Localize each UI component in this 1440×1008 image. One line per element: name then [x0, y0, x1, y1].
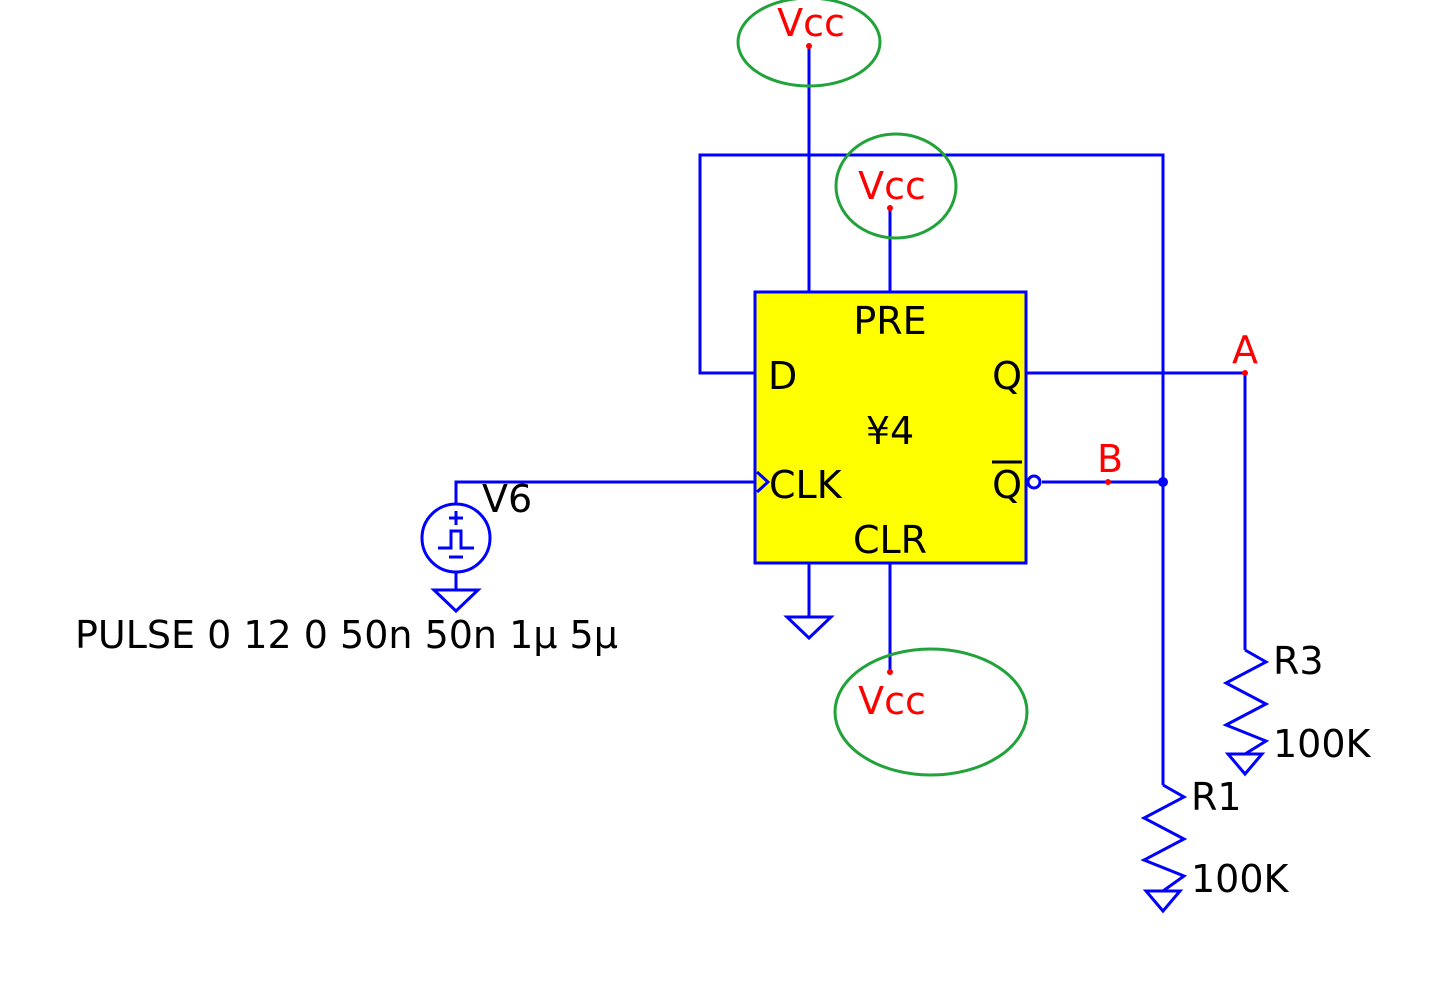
- pin-pre-label: PRE: [853, 299, 926, 343]
- clock-edge-icon: [755, 470, 771, 494]
- annotation-circle: [833, 647, 1029, 777]
- pin-d-label: D: [768, 354, 797, 398]
- wire-clk-v6[interactable]: [454, 480, 755, 504]
- resistor-icon[interactable]: [1140, 783, 1188, 893]
- pin-clk-label: CLK: [769, 463, 843, 507]
- net-dot-vcc-top: [806, 43, 812, 49]
- pulse-source-icon[interactable]: [420, 502, 492, 574]
- pin-qbar-label: Q: [992, 463, 1022, 507]
- junction-dot: [1158, 477, 1168, 487]
- net-label-vcc-top: Vcc: [777, 1, 845, 45]
- net-dot-vcc-clr: [887, 669, 893, 675]
- resistor-r3-name: R3: [1273, 639, 1324, 683]
- ground-icon: [1224, 752, 1266, 777]
- flipflop-body[interactable]: [753, 290, 1028, 565]
- annotation-circle: [834, 132, 958, 240]
- flipflop-name: ¥4: [866, 409, 914, 453]
- resistor-r3-value: 100K: [1273, 722, 1372, 766]
- ground-icon: [1142, 889, 1184, 914]
- resistor-r1-value: 100K: [1191, 857, 1290, 901]
- pin-q-label: Q: [992, 354, 1022, 398]
- net-label-vcc-pre: Vcc: [858, 164, 926, 208]
- inversion-bubble-icon: [1026, 474, 1042, 490]
- wire-feedback-loop[interactable]: [698, 153, 1165, 785]
- source-spice-directive: PULSE 0 12 0 50n 50n 1µ 5µ: [75, 613, 618, 657]
- net-dot-b: [1105, 479, 1111, 485]
- pin-clr-label: CLR: [853, 518, 927, 562]
- wire-q-net-a[interactable]: [1026, 371, 1247, 650]
- resistor-r1-name: R1: [1191, 775, 1242, 819]
- annotation-circle: [736, 0, 882, 88]
- net-label-a: A: [1232, 328, 1258, 372]
- source-name: V6: [482, 477, 532, 521]
- ground-icon: [783, 615, 835, 641]
- net-dot-a: [1242, 370, 1248, 376]
- net-label-b: B: [1097, 437, 1123, 481]
- net-dot-vcc-pre: [887, 205, 893, 211]
- resistor-icon[interactable]: [1222, 648, 1270, 756]
- ground-icon: [430, 588, 482, 614]
- net-label-vcc-clr: Vcc: [858, 679, 926, 723]
